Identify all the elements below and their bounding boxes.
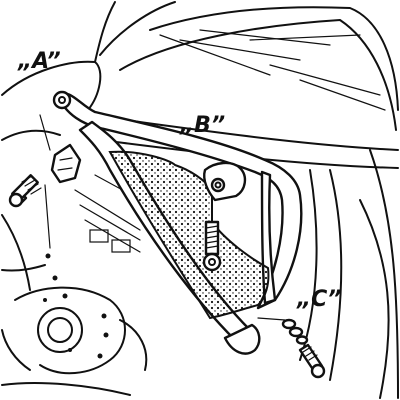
mounting-points	[43, 253, 109, 359]
clamp-bracket	[50, 143, 82, 184]
label-b: „B”	[179, 113, 225, 138]
bolt-a	[8, 174, 42, 208]
bolt-b	[202, 220, 222, 272]
crash-bar-frame	[52, 90, 303, 355]
label-c: „C”	[296, 287, 341, 312]
bolt-c-assembly	[257, 317, 326, 379]
label-a: „A”	[17, 49, 61, 74]
leader-line	[44, 184, 51, 249]
leader-line-upper	[39, 114, 51, 151]
